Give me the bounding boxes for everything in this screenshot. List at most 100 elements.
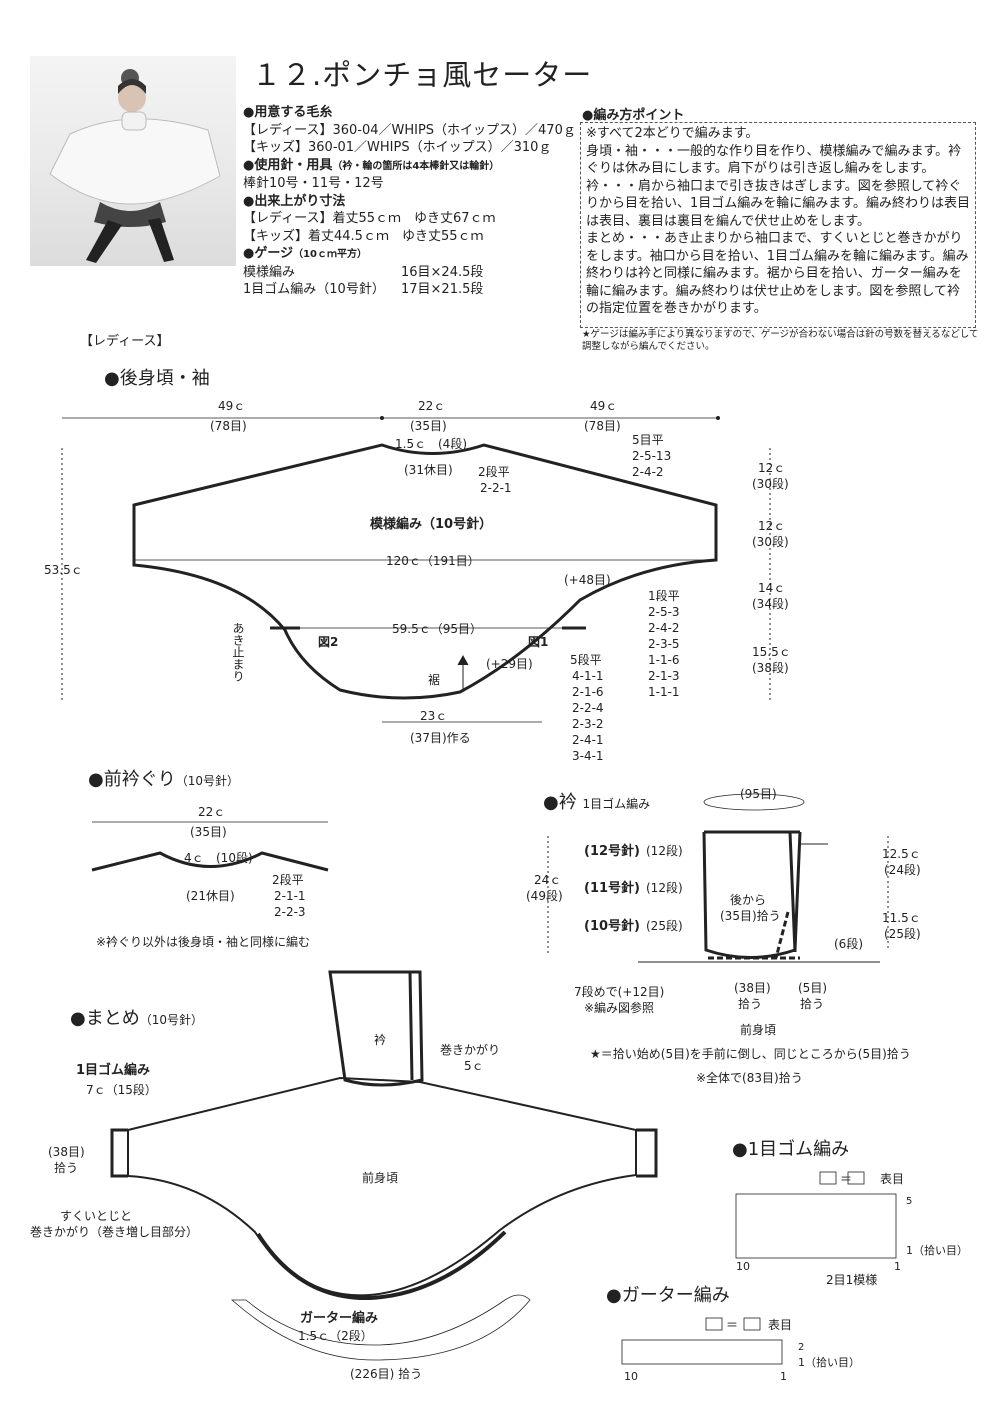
pattern-label: 模様編み（10号針） [370,516,492,532]
garter-legend-eq: ＝ [726,1318,738,1332]
finish-rib-len: 7ｃ（15段） [86,1082,157,1097]
neck-depth: 1.5ｃ [395,437,426,451]
needle-11-rows: (12段) [646,880,683,895]
points-box: ※すべて2本どりで編みます。 身頃・袖・・・一般的な作り目を作り、模様編みで編み… [580,122,976,328]
finish-seam1: すくいとじと [60,1209,132,1223]
gauge-row: 1目ゴム編み（10号針）17目×21.5段 [243,282,484,297]
inc-step: 1-1-6 [648,653,680,667]
rib-row-pick: 1（拾い目） [906,1243,968,1257]
rib-col-left: 10 [736,1260,750,1273]
yarn-kids: 【キッズ】360-01／WHIPS（ホイップス）／310ｇ [243,140,552,155]
points-line: まとめ・・・あき止まりから袖口まで、すくいとじと巻きかがりをします。袖口から目を… [586,231,969,316]
collar-pick5b: 拾う [800,996,824,1011]
plus-29: (+29目) [486,657,533,671]
collar-pick38: (38目) [734,981,771,995]
right-dim: 12ｃ [758,461,785,475]
points-line: 衿・・・肩から袖口まで引き抜きはぎします。図を参照して衿ぐりから目を拾い、1目ゴ… [586,178,970,229]
points-heading: ●編み方ポイント [582,108,685,123]
inc-step: 2-4-1 [572,733,604,747]
inc-step: 2-3-5 [648,637,680,651]
model-photo [30,56,236,266]
needle-10: (10号針) [584,918,640,934]
collar-seven-rows: 7段めで(+12目) [574,984,664,999]
inc-step: 2-3-2 [572,717,604,731]
fig2-label: 図2 [318,635,338,649]
inc-step: 5段平 [570,652,602,667]
right-dim: (30段) [752,476,789,491]
tools-heading: ●使用針・用具 [243,157,333,173]
collar-r1-cm: 12.5ｃ [882,847,921,861]
cast-stitches: (37目)作る [410,731,471,745]
garter-col-right: 1 [780,1370,787,1383]
gauge-unit: （10ｃｍ平方） [293,249,368,260]
cast-width: 23ｃ [420,709,447,723]
back-width-right-st: (78目) [584,419,621,433]
collar-r1-rows: (24段) [884,862,921,877]
front-neck-width: 22ｃ [198,805,225,819]
garter-chart-heading: ●ガーター編み [606,1285,730,1306]
rib-col-right: 1 [894,1260,901,1273]
finish-rib: 1目ゴム編み [76,1062,150,1078]
rib-legend-knit: 表目 [880,1172,904,1186]
hem-width: 59.5ｃ（95目） [392,622,482,636]
shoulder-dec: 2-4-2 [632,465,664,479]
back-width-left: 49ｃ [218,399,245,413]
collar-total-note: ※全体で(83目)拾う [696,1070,803,1085]
finish-front: 前身頃 [362,1170,398,1185]
front-neck-width-st: (35目) [190,825,227,839]
rib-legend-eq: ＝ [840,1172,852,1186]
right-dim: (34段) [752,596,789,611]
shoulder-dec: 5目平 [632,433,664,447]
right-dim: 12ｃ [758,519,785,533]
ladies-tag: 【レディース】 [80,334,170,349]
collar-back-from: 後から [730,893,766,907]
back-heading: ●後身頃・袖 [104,368,210,389]
garter-col-left: 10 [624,1370,638,1383]
collar-pick5: (5目) [798,981,827,995]
finish-heading: ●まとめ [70,1008,140,1029]
inc-step: 2-4-2 [648,621,680,635]
opening-label: あき止まり [231,622,245,682]
page-title: １２.ポンチョ風セーター [252,58,593,92]
yarn-heading: ●用意する毛糸 [243,105,333,120]
right-dim: 14ｃ [758,581,785,595]
collar-sub: 1目ゴム編み [582,797,651,811]
body-width: 120ｃ（191目） [386,554,480,568]
yarn-ladies: 【レディース】360-04／WHIPS（ホイップス）／470ｇ [243,122,576,138]
collar-heading: ●衿 [543,792,577,813]
rib-row-top: 5 [906,1196,912,1207]
collar-total-rows: (49段) [526,888,563,903]
needle-10-rows: (25段) [646,918,683,933]
inc-step: 1-1-1 [648,685,680,699]
rib-repeat: 2目1模様 [826,1273,877,1287]
neck-dec: 2-2-1 [480,481,512,495]
inc-step: 3-4-1 [572,749,604,763]
finish-pick226: (226目) 拾う [350,1366,422,1381]
collar-six-rows: (6段) [834,936,863,951]
materials-block: ●用意する毛糸 【レディース】360-04／WHIPS（ホイップス）／470ｇ … [243,104,576,299]
collar-see-fig: ※編み図参照 [584,1000,654,1015]
hem-label: 裾 [428,672,440,687]
back-width-mid-st: (35目) [410,419,447,433]
back-width-left-st: (78目) [210,419,247,433]
front-neck-depth: 4ｃ [184,851,204,865]
points-line: 身頃・袖・・・一般的な作り目を作り、模様編みで編みます。衿ぐりは休み目にします。… [586,143,962,177]
collar-star-note: ★＝拾い始め(5目)を手前に倒し、同じところから(5目)拾う [590,1046,911,1061]
collar-back-st: (35目)拾う [720,908,781,923]
gauge-footnote: ★ゲージは編み手により異なりますので、ゲージが合わない場合は針の号数を替えるなど… [582,329,979,352]
front-neck-depth-rows: (10段) [216,850,253,865]
finish-seam2: 巻きかがり（巻き増し目部分） [30,1224,198,1239]
needle-11: (11号針) [584,880,640,896]
front-neck-note: ※衿ぐり以外は後身頃・袖と同様に編む [96,934,310,949]
tools-note: （衿・輪の箇所は4本棒針又は輪針） [332,160,500,172]
finish-collar: 衿 [374,1032,386,1047]
neck-depth-rows: (4段) [438,436,467,451]
shoulder-dec: 2-5-13 [632,449,671,463]
size-kids: 【キッズ】着丈44.5ｃｍ ゆき丈55ｃｍ [243,228,484,244]
inc-step: 2-1-3 [648,669,680,683]
collar-top-st: (95目) [740,787,777,801]
tools: 棒針10号・11号・12号 [243,176,384,191]
plus-48: (+48目) [564,573,611,587]
collar-r2-cm: 11.5ｃ [882,911,921,925]
